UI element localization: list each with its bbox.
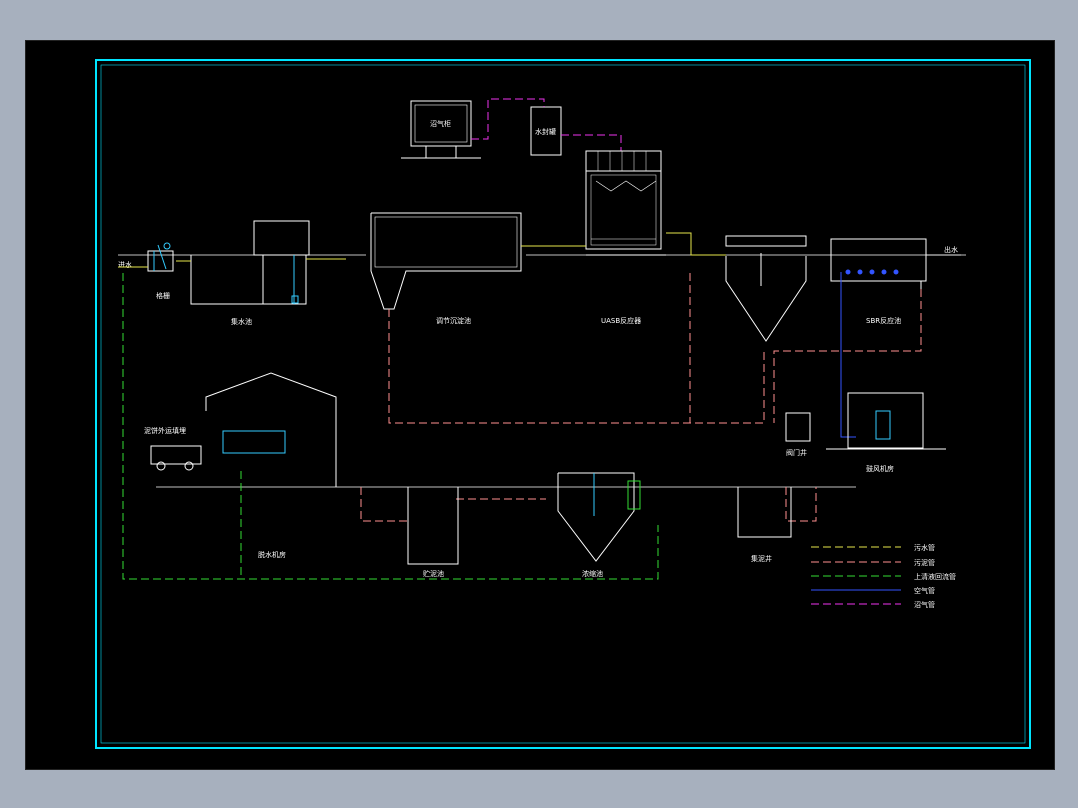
- legend-label-sludge: 污泥管: [914, 558, 935, 567]
- outflow-label: 出水: [944, 245, 958, 254]
- thickener-label: 浓缩池: [582, 569, 603, 578]
- process-flow-diagram: 沼气柜 水封罐 UASB反应器 进水 格栅 集水池: [95, 59, 1031, 749]
- air-pipe: [840, 272, 856, 438]
- collection-tank: [190, 220, 310, 305]
- legend-label-supernatant: 上清液回流管: [914, 572, 956, 581]
- equalization-tank-label: 调节沉淀池: [436, 316, 471, 325]
- sludge-storage-label: 贮泥池: [423, 569, 444, 578]
- legend: 污水管 污泥管 上清液回流管 空气管 沼气管: [811, 543, 956, 609]
- inflow-label: 进水: [118, 260, 132, 269]
- grille-label: 格栅: [156, 291, 170, 300]
- valve-well-label: 阀门井: [786, 448, 807, 457]
- valve-well: [785, 412, 811, 442]
- grille: [147, 242, 174, 272]
- sump-label: 集泥井: [751, 554, 772, 563]
- water-seal-label: 水封罐: [535, 127, 556, 136]
- sbr-reactor: [830, 238, 927, 289]
- supernatant-pipes: [122, 273, 659, 580]
- legend-label-biogas: 沼气管: [914, 600, 935, 609]
- settling-tank: [725, 235, 807, 342]
- sludge-storage-tank: [407, 487, 459, 565]
- drawing-sheet: 沼气柜 水封罐 UASB反应器 进水 格栅 集水池: [25, 40, 1055, 770]
- gas-holder: [401, 100, 481, 159]
- sump: [737, 487, 792, 538]
- uasb-label: UASB反应器: [601, 316, 641, 325]
- sbr-aerators: [845, 269, 899, 275]
- sludge-transport-label: 泥饼外运填埋: [144, 426, 186, 435]
- inner-border-line: [100, 64, 1026, 744]
- dewatering-room: [150, 372, 337, 487]
- thickener: [557, 472, 641, 562]
- ground-lines: [118, 254, 966, 488]
- legend-label-sewage: 污水管: [914, 543, 935, 552]
- legend-label-air: 空气管: [914, 586, 935, 595]
- equalization-tank: [370, 212, 522, 310]
- uasb-reactor: [585, 150, 666, 256]
- sludge-pipes: [360, 273, 922, 522]
- water-seal-tank: [530, 106, 562, 156]
- dewatering-room-label: 脱水机房: [258, 550, 286, 559]
- blower-room-label: 鼓风机房: [866, 464, 894, 473]
- sbr-label: SBR反应池: [866, 316, 901, 325]
- gas-holder-label: 沼气柜: [430, 119, 451, 128]
- inner-border: [95, 59, 1031, 749]
- blower-room: [826, 392, 946, 450]
- sewage-pipes: [118, 232, 726, 268]
- biogas-pipes: [471, 98, 622, 151]
- collection-tank-label: 集水池: [231, 317, 252, 326]
